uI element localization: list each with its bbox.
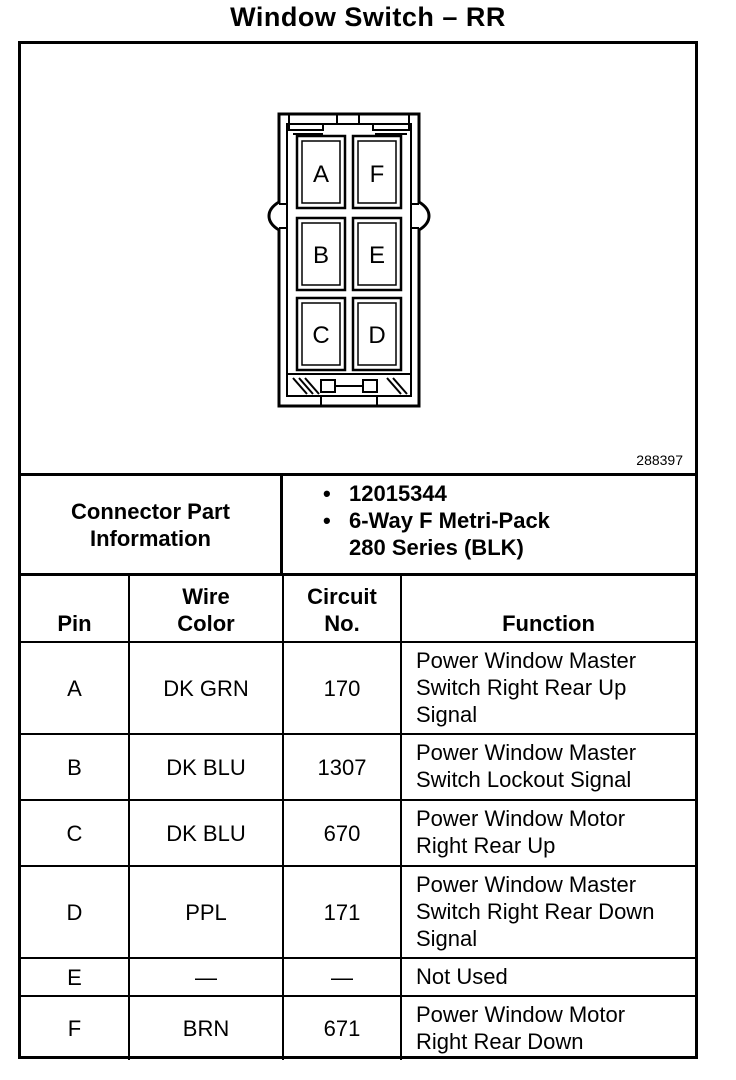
wire-color-cell: DK BLU	[128, 799, 284, 867]
cavity-b	[295, 216, 347, 292]
wire-color-cell: DK GRN	[128, 641, 284, 735]
circuit-cell: —	[282, 957, 402, 997]
connector-info-label-line1: Connector Part	[71, 498, 230, 524]
cavity-label-b: B	[313, 242, 329, 269]
pin-cell: E	[21, 957, 130, 997]
function-cell: Not Used	[400, 957, 695, 997]
figure-id: 288397	[636, 452, 683, 468]
pin-cell: C	[21, 799, 130, 867]
pin-cell: D	[21, 865, 130, 959]
part-number: 12015344	[349, 481, 447, 506]
cavity-label-d: D	[368, 322, 385, 349]
connector-description-line: • 6-Way F Metri-Pack	[283, 507, 695, 534]
connector-part-info: Connector Part Information • 12015344 • …	[21, 476, 695, 576]
part-number-line: • 12015344	[283, 480, 695, 507]
page-title: Window Switch – RR	[230, 2, 506, 32]
connector-info-label: Connector Part Information	[21, 476, 283, 573]
wire-color-cell: DK BLU	[128, 733, 284, 801]
connector-description-1: 6-Way F Metri-Pack	[349, 508, 550, 533]
cavity-a	[295, 134, 347, 210]
cavity-e	[351, 216, 403, 292]
cavity-d	[351, 296, 403, 372]
bullet-icon: •	[323, 481, 331, 506]
connector-info-list: • 12015344 • 6-Way F Metri-Pack 280 Seri…	[283, 480, 695, 561]
wire-color-cell: PPL	[128, 865, 284, 959]
cavity-c	[295, 296, 347, 372]
circuit-cell: 671	[282, 995, 402, 1060]
cavity-f	[351, 134, 403, 210]
pin-cell: A	[21, 641, 130, 735]
connector-info-label-line2: Information	[89, 525, 211, 551]
wire-color-cell: BRN	[128, 995, 284, 1060]
cavity-label-f: F	[370, 161, 385, 188]
connector-figure: A F B E C D 288397	[21, 44, 695, 476]
table-row: E — — Not Used	[21, 957, 695, 997]
wire-color-cell: —	[128, 957, 284, 997]
header-function: Function	[400, 576, 695, 643]
cavity-label-c: C	[312, 322, 329, 349]
cavity-label-a: A	[313, 161, 329, 188]
connector-face-drawing: A F B E C D	[267, 112, 431, 408]
connector-card: A F B E C D 288397 Connector Part Inform…	[18, 41, 698, 1060]
circuit-cell: 170	[282, 641, 402, 735]
circuit-cell: 171	[282, 865, 402, 959]
connector-description-2: 280 Series (BLK)	[349, 535, 524, 560]
connector-description-line-2: 280 Series (BLK)	[283, 534, 695, 561]
bullet-icon: •	[323, 508, 331, 533]
cavity-label-e: E	[369, 242, 385, 269]
circuit-cell: 1307	[282, 733, 402, 801]
pin-cell: B	[21, 733, 130, 801]
circuit-cell: 670	[282, 799, 402, 867]
header-pin: Pin	[21, 576, 130, 643]
pin-cell: F	[21, 995, 130, 1060]
